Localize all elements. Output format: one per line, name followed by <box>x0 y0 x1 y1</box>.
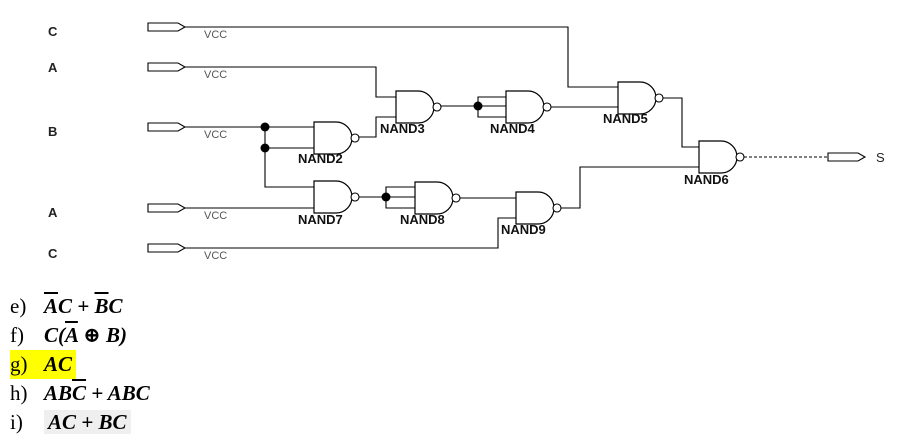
highlight-mark: g) AC <box>10 350 77 379</box>
input-label-c-bottom: C <box>48 246 58 261</box>
vcc-label-2: VCC <box>204 69 227 81</box>
input-label-c-top: C <box>48 24 58 39</box>
option-letter: i) <box>10 410 23 434</box>
logic-circuit-diagram: C A B A C VCC VCC VCC VCC VCC <box>48 22 885 262</box>
gate-nand2 <box>313 121 360 155</box>
gate-nand6 <box>698 140 745 174</box>
vcc-label-5: VCC <box>204 250 227 262</box>
answer-options: e) AC + BC f) C(A ⊕ B) g) AC h) ABC + ABC i)… <box>10 292 610 437</box>
gate-nand8 <box>414 181 461 215</box>
input-port-c-bottom <box>147 243 187 253</box>
gate-label-nand7: NAND7 <box>298 212 343 227</box>
input-port-b <box>147 122 187 132</box>
input-label-a-top: A <box>48 60 58 75</box>
input-label-a-bottom: A <box>48 205 58 220</box>
gate-label-nand6: NAND6 <box>684 172 729 187</box>
gate-nand3 <box>395 90 442 124</box>
option-h[interactable]: h) ABC + ABC <box>10 379 610 408</box>
gate-label-nand9: NAND9 <box>501 222 546 237</box>
input-label-b: B <box>48 124 57 139</box>
option-f[interactable]: f) C(A ⊕ B) <box>10 321 610 350</box>
option-expression: AC + BC <box>44 294 123 318</box>
option-letter: h) <box>10 381 28 405</box>
gate-nand9 <box>515 191 562 225</box>
option-g[interactable]: g) AC <box>10 350 610 379</box>
gate-label-nand5: NAND5 <box>603 111 648 126</box>
gate-nand7 <box>313 180 360 214</box>
option-letter: e) <box>10 294 27 318</box>
gate-label-nand8: NAND8 <box>400 212 445 227</box>
input-port-a-top <box>147 62 187 72</box>
vcc-label-3: VCC <box>204 129 227 141</box>
input-port-a-bottom <box>147 203 187 213</box>
input-ports <box>147 22 187 253</box>
gate-label-nand3: NAND3 <box>380 121 425 136</box>
gate-label-nand2: NAND2 <box>298 151 343 166</box>
wires <box>185 26 828 249</box>
option-e[interactable]: e) AC + BC <box>10 292 610 321</box>
vcc-label-1: VCC <box>204 29 227 41</box>
output-label-s: S <box>876 150 885 165</box>
gate-nand5 <box>617 81 664 115</box>
option-expression: AC + BC <box>44 410 131 434</box>
input-port-c-top <box>147 22 187 32</box>
option-letter: g) <box>10 352 28 376</box>
output-port-s <box>827 152 867 162</box>
option-i[interactable]: i) AC + BC <box>10 408 610 437</box>
vcc-label-4: VCC <box>204 210 227 222</box>
gate-label-nand4: NAND4 <box>490 121 536 136</box>
option-letter: f) <box>10 323 24 347</box>
option-expression: ABC + ABC <box>44 381 150 405</box>
option-expression: C(A ⊕ B) <box>44 323 127 347</box>
junctions <box>260 101 483 202</box>
gate-nand4 <box>505 90 552 124</box>
option-expression: AC <box>44 352 73 376</box>
